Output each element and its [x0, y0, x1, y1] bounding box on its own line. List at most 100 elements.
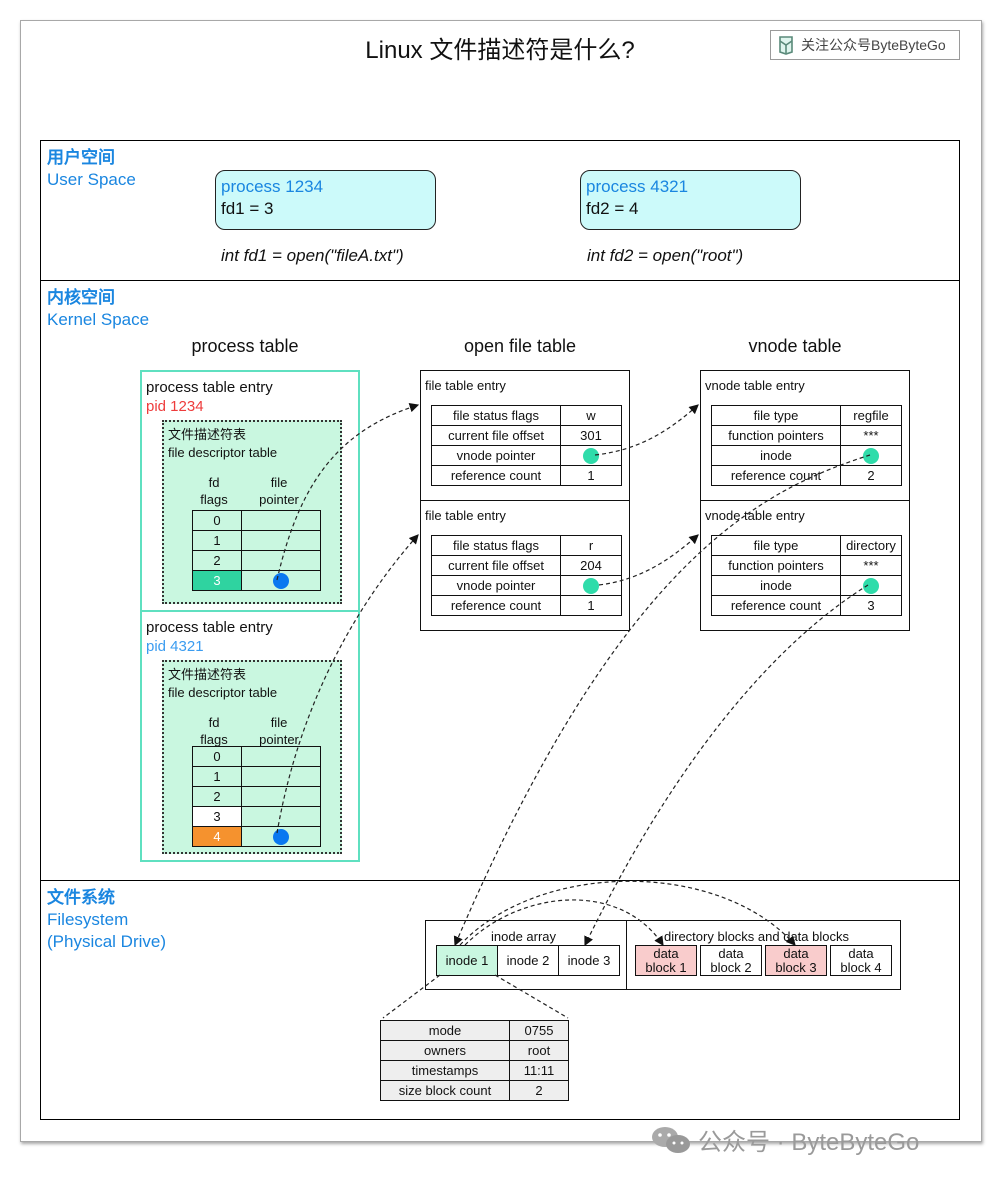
open-call-code: int fd2 = open("root"): [587, 246, 744, 265]
field-key: size block count: [380, 1080, 510, 1101]
process-name: process 4321: [586, 177, 689, 196]
field-value: 301: [560, 425, 622, 446]
fd-row: 0: [192, 746, 321, 767]
fd-number: 2: [192, 786, 242, 807]
field-row: vnode pointer: [431, 445, 622, 466]
file-descriptor-table: 文件描述符表 file descriptor table fd flags fi…: [162, 660, 342, 854]
pointer-dot-icon: [583, 447, 599, 464]
inode-cell: inode 3: [558, 945, 620, 976]
fdt-title-en: file descriptor table: [168, 445, 278, 460]
fd-row: 3: [192, 806, 321, 827]
process-box-4321: process 4321 fd2 = 4: [580, 170, 801, 230]
field-key: file status flags: [431, 535, 561, 556]
field-key: vnode pointer: [431, 575, 561, 596]
field-value: 0755: [509, 1020, 569, 1041]
field-value: 3: [840, 595, 902, 616]
col-header-line: file: [270, 475, 288, 490]
data-block-line: block 3: [775, 960, 817, 975]
fd-pointer-cell: [241, 510, 321, 531]
field-key: file status flags: [431, 405, 561, 426]
field-row: inode: [711, 575, 902, 596]
disk-layout: inode array inode 1 inode 2 inode 3 dire…: [425, 920, 901, 990]
filesystem-label-en: Filesystem: [47, 910, 129, 929]
field-key: vnode pointer: [431, 445, 561, 466]
watermark-text: 公众号 · ByteByteGo: [698, 1129, 920, 1156]
col-header-line: flags: [200, 732, 228, 747]
field-key: reference count: [431, 595, 561, 616]
entry-title: process table entry: [146, 379, 273, 396]
inode-array: inode 1 inode 2 inode 3: [436, 945, 620, 976]
vnode-table-title: vnode table: [748, 336, 842, 356]
file-pointer-header: file pointer: [240, 474, 318, 508]
fd-row: 2: [192, 550, 321, 571]
process-table-entry: process table entry pid 1234 文件描述符表 file…: [140, 370, 360, 612]
field-value: 1: [560, 465, 622, 486]
field-key: reference count: [711, 465, 841, 486]
kernel-space-label-en: Kernel Space: [47, 310, 150, 329]
open-call-code: int fd1 = open("fileA.txt"): [221, 246, 404, 265]
page-title: Linux 文件描述符是什么?: [365, 37, 635, 64]
field-value: root: [509, 1040, 569, 1061]
process-table-entry: process table entry pid 4321 文件描述符表 file…: [140, 610, 360, 862]
field-key: file type: [711, 535, 841, 556]
data-blocks-label: directory blocks and data blocks: [664, 929, 849, 944]
field-value: r: [560, 535, 622, 556]
fd-row-active: 3: [192, 570, 321, 591]
bytebytego-logo-icon: [779, 36, 793, 55]
user-space-label-en: User Space: [47, 170, 136, 189]
inode-cell: inode 2: [497, 945, 559, 976]
field-key: reference count: [431, 465, 561, 486]
field-key: mode: [380, 1020, 510, 1041]
field-value: ***: [840, 555, 902, 576]
user-space-band: 用户空间 User Space: [40, 140, 960, 281]
user-space-label: 用户空间 User Space: [47, 147, 136, 191]
field-value: [560, 445, 622, 466]
vnode-table-entry-label: vnode table entry: [705, 508, 805, 523]
col-header-line: pointer: [259, 492, 299, 507]
fd-rows: 0 1 2 3: [192, 510, 321, 591]
process-box-1234: process 1234 fd1 = 3: [215, 170, 436, 230]
fd-number: 1: [192, 766, 242, 787]
filesystem-label-en2: (Physical Drive): [47, 932, 167, 951]
field-value: 204: [560, 555, 622, 576]
inode-cell: inode 1: [436, 945, 498, 976]
col-header-line: fd: [208, 475, 220, 490]
open-file-table-title: open file table: [463, 336, 577, 356]
data-block-line: data: [848, 946, 874, 961]
field-value: [560, 575, 622, 596]
inode-array-label: inode array: [491, 929, 557, 944]
field-row: inode: [711, 445, 902, 466]
field-key: owners: [380, 1040, 510, 1061]
field-row: function pointers***: [711, 425, 902, 446]
field-value: [840, 575, 902, 596]
field-value: 1: [560, 595, 622, 616]
fd-pointer-cell: [241, 786, 321, 807]
fdt-title-zh: 文件描述符表: [168, 667, 247, 682]
field-value: 2: [509, 1080, 569, 1101]
process-table-entry-label: process table entry pid 4321: [146, 618, 273, 656]
file-descriptor-table: 文件描述符表 file descriptor table fd flags fi…: [162, 420, 342, 604]
field-value: [840, 445, 902, 466]
field-key: function pointers: [711, 555, 841, 576]
fd-row: 2: [192, 786, 321, 807]
fd-number: 1: [192, 530, 242, 551]
field-value: 11:11: [509, 1060, 569, 1081]
follow-badge[interactable]: 关注公众号ByteByteGo: [770, 30, 960, 60]
field-key: reference count: [711, 595, 841, 616]
